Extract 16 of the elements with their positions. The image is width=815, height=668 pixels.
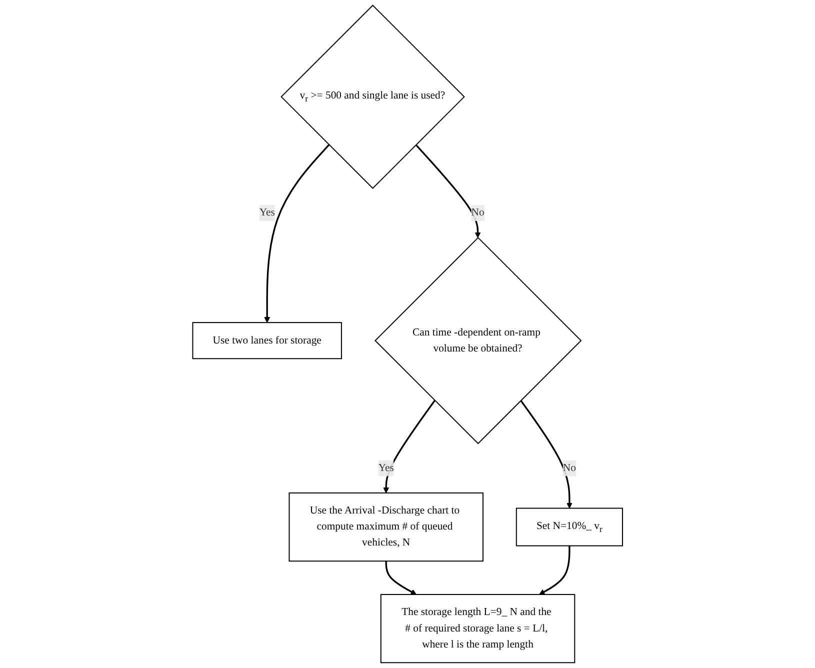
arrow (383, 400, 436, 494)
edge-label: Yes (259, 206, 275, 218)
arrow (520, 400, 572, 509)
edge-label: No (471, 206, 484, 218)
arrow (385, 561, 416, 595)
edge-label: No (562, 462, 576, 474)
arrow (538, 546, 570, 595)
arrow (415, 144, 481, 238)
edge-label: Yes (378, 462, 394, 474)
node-diamond: v$_{r}$ >= 500 and single lane is used? (280, 4, 465, 189)
node-box: The storage length L=9_ N and the # of required storage lane s = L/l, where l is the ramp length (380, 594, 576, 664)
node-box: Use the Arrival -Discharge chart to compute maximum # of queued vehicles, N (288, 492, 484, 562)
node-box: Set N=10%_ v$_{r}$ (516, 508, 623, 546)
arrow (264, 144, 330, 323)
node-box: Use two lanes for storage (192, 322, 342, 360)
node-diamond: Can time -dependent on-ramp volume be obtained? (374, 237, 582, 444)
